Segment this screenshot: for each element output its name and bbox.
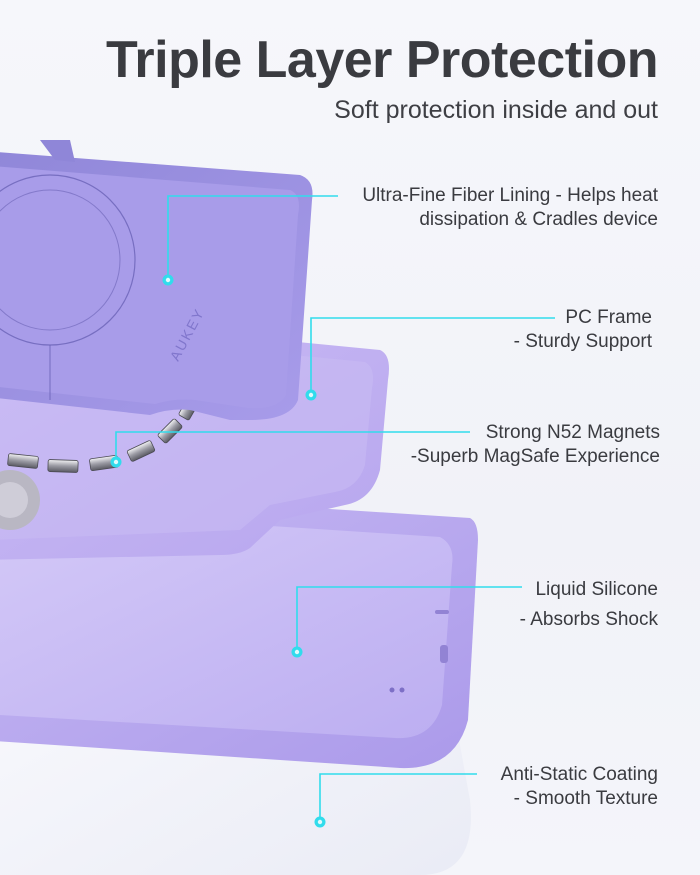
callout-title: PC Frame — [565, 307, 652, 328]
callout-detail: -Superb MagSafe Experience — [410, 446, 660, 467]
callout-coating: Anti-Static Coating - Smooth Texture — [501, 763, 658, 811]
callout-detail: - Absorbs Shock — [519, 609, 658, 630]
leader-pc-frame — [310, 317, 555, 395]
callout-detail: dissipation & Cradles device — [419, 209, 658, 230]
leader-lines — [115, 195, 555, 822]
callout-magnets: Strong N52 Magnets -Superb MagSafe Exper… — [411, 421, 660, 469]
silicone-inner — [0, 520, 453, 739]
callout-pc-frame: PC Frame - Sturdy Support — [514, 306, 652, 354]
leader-silicone — [296, 586, 522, 652]
page-subtitle: Soft protection inside and out — [334, 96, 658, 124]
callout-detail: - Smooth Texture — [513, 788, 658, 809]
callout-detail: - Sturdy Support — [513, 331, 652, 352]
leader-lining — [167, 195, 338, 280]
page-title: Triple Layer Protection — [106, 31, 659, 89]
callout-title: Strong N52 Magnets — [485, 422, 660, 443]
callout-silicone: Liquid Silicone - Absorbs Shock — [520, 575, 658, 635]
callout-title: Anti-Static Coating — [500, 764, 658, 785]
callout-fiber-lining: Ultra-Fine Fiber Lining - Helps heat dis… — [362, 184, 658, 232]
leader-magnets — [115, 431, 470, 462]
callout-title: Ultra-Fine Fiber Lining - Helps heat — [362, 185, 658, 206]
callout-title: Liquid Silicone — [535, 579, 658, 600]
leader-coating — [319, 773, 477, 822]
